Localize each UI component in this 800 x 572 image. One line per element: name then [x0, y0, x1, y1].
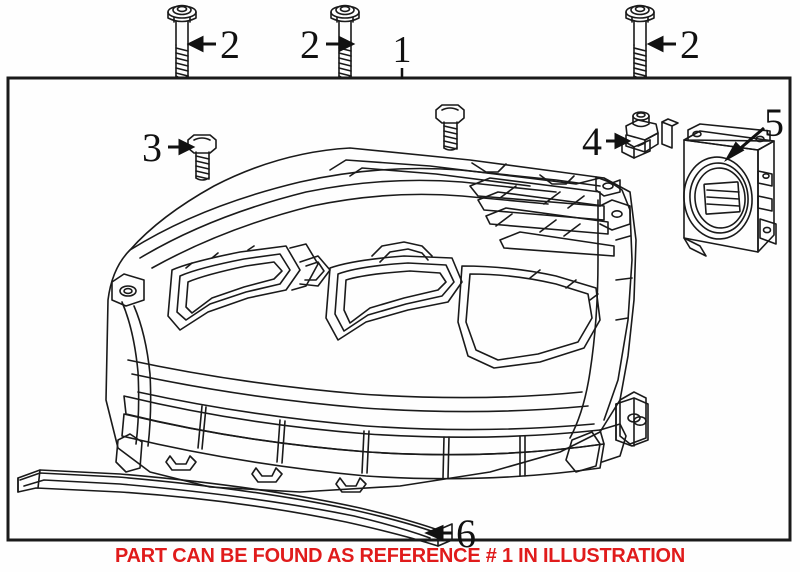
callout-label-1: 1 — [393, 29, 412, 71]
callout-label-4: 4 — [582, 119, 602, 164]
lower-trim-molding — [17, 469, 453, 547]
module-side-bracket — [661, 118, 679, 149]
headlamp-housing — [105, 147, 647, 493]
control-module-ballast — [683, 123, 777, 257]
callout-label-2c: 2 — [680, 22, 700, 67]
diagram-frame — [6, 76, 792, 542]
callout-label-6: 6 — [456, 511, 476, 556]
callout-label-3: 3 — [142, 125, 162, 170]
reference-disclaimer-text: PART CAN BE FOUND AS REFERENCE # 1 IN IL… — [115, 545, 685, 567]
hex-flange-bolt-3 — [625, 4, 655, 79]
callout-label-2a: 2 — [220, 22, 240, 67]
mounting-bracket-small — [615, 397, 649, 447]
hex-flange-bolt-1 — [167, 4, 197, 79]
callout-label-2b: 2 — [300, 22, 320, 67]
clip-retainer-nut — [621, 111, 659, 159]
hex-head-screw-center — [435, 104, 465, 151]
callout-label-5: 5 — [764, 100, 784, 145]
callout-leaders — [168, 35, 765, 542]
